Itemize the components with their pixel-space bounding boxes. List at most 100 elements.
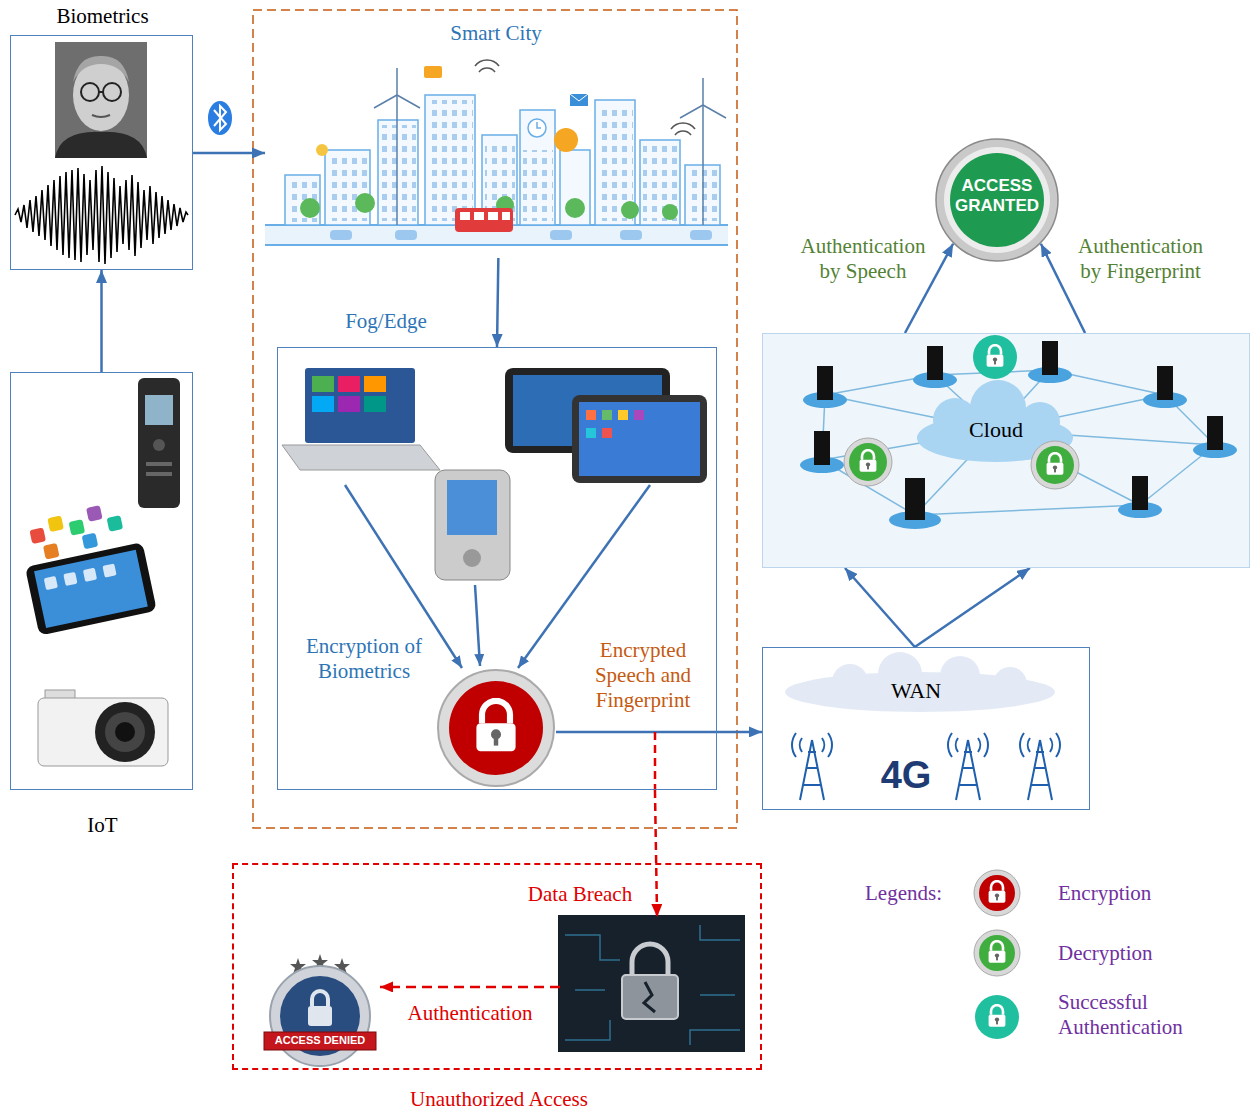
face-photo bbox=[55, 42, 147, 158]
smartphone bbox=[63, 572, 77, 586]
connector-arrow bbox=[915, 568, 1030, 647]
badge-shape bbox=[264, 1032, 376, 1050]
voice-recorder bbox=[146, 472, 172, 476]
city-illustration bbox=[520, 110, 555, 225]
city-illustration bbox=[460, 212, 470, 220]
smartphone bbox=[29, 527, 46, 544]
city-illustration bbox=[620, 230, 642, 240]
smartphone bbox=[25, 542, 157, 635]
badge-shape bbox=[270, 966, 370, 1066]
tablets bbox=[634, 410, 644, 420]
tablets bbox=[505, 368, 707, 483]
breach-leader bbox=[655, 732, 656, 790]
city-illustration bbox=[702, 78, 704, 105]
city-illustration bbox=[428, 100, 473, 221]
node-text: ACCESS DENIED bbox=[264, 1034, 376, 1047]
camera bbox=[115, 722, 135, 742]
city-illustration bbox=[703, 105, 726, 118]
cloud-network bbox=[762, 333, 1250, 568]
decryption-icons bbox=[844, 438, 1079, 489]
edge-label: Authentication by Speech bbox=[798, 234, 928, 284]
pda bbox=[435, 470, 510, 580]
face-photo bbox=[103, 83, 121, 101]
face-photo bbox=[55, 132, 147, 158]
city-illustration bbox=[502, 212, 510, 220]
success-icon bbox=[973, 335, 1017, 379]
legend-icons bbox=[979, 875, 1015, 911]
city-illustration bbox=[265, 22, 728, 258]
unauthorized-region: Unauthorized AccessData BreachACCESS DEN… bbox=[232, 863, 762, 1070]
voice-recorder bbox=[146, 462, 172, 466]
city-illustration bbox=[643, 145, 678, 221]
smartphone bbox=[43, 543, 60, 560]
laptop bbox=[312, 396, 334, 412]
node-text: Encrypted Speech and Fingerprint bbox=[578, 638, 708, 714]
node-text: IoT bbox=[11, 813, 194, 838]
decryption-icons bbox=[1036, 446, 1074, 484]
city-illustration bbox=[570, 94, 588, 106]
bluetooth-icon bbox=[208, 101, 232, 135]
breach-picture bbox=[565, 935, 620, 960]
breach-picture bbox=[644, 982, 655, 1012]
speech-waveform bbox=[15, 166, 188, 264]
city-illustration bbox=[374, 95, 397, 108]
smartphone bbox=[86, 505, 103, 522]
city-illustration bbox=[640, 140, 680, 225]
voice-recorder bbox=[138, 378, 180, 508]
cell-towers bbox=[1028, 740, 1052, 800]
connector-arrow bbox=[655, 790, 657, 917]
city-illustration bbox=[395, 230, 417, 240]
city-illustration bbox=[474, 212, 484, 220]
camera bbox=[105, 712, 145, 752]
city-illustration bbox=[560, 150, 590, 225]
breach-picture bbox=[632, 944, 668, 975]
face-photo bbox=[81, 83, 99, 101]
decryption-icons bbox=[844, 438, 892, 486]
access-denied-badge: ACCESS DENIED bbox=[260, 954, 380, 1074]
tablets bbox=[618, 410, 628, 420]
laptop bbox=[364, 376, 386, 392]
encryption-lock bbox=[449, 681, 543, 775]
smartphone bbox=[16, 498, 157, 635]
laptop bbox=[364, 396, 386, 412]
badge-shape bbox=[308, 1006, 332, 1026]
city-illustration bbox=[671, 123, 695, 129]
node-text: WAN bbox=[866, 678, 966, 704]
node-text: Unauthorized Access bbox=[234, 1087, 764, 1112]
node-text: Fog/Edge bbox=[326, 309, 446, 334]
city-illustration bbox=[479, 68, 495, 72]
data-breach-picture: Data Breach bbox=[560, 917, 747, 1054]
cloud-network bbox=[927, 346, 943, 380]
connector-arrow bbox=[497, 258, 498, 347]
legend-icons bbox=[989, 1005, 1006, 1027]
city-illustration bbox=[265, 244, 728, 246]
city-illustration bbox=[374, 68, 726, 225]
city-illustration bbox=[300, 198, 320, 218]
cloud-network bbox=[905, 478, 925, 520]
pda bbox=[435, 470, 510, 580]
smart-city-region bbox=[253, 10, 737, 828]
device-arrows bbox=[556, 731, 717, 734]
node-text: ACCESS GRANTED bbox=[947, 176, 1047, 215]
legend-text: Decryption bbox=[1058, 941, 1218, 966]
cloud-network bbox=[822, 370, 1215, 515]
city-illustration bbox=[621, 201, 639, 219]
city-illustration bbox=[702, 105, 704, 225]
iot-box: IoT bbox=[10, 372, 193, 790]
cloud-network bbox=[1207, 416, 1223, 450]
city-illustration bbox=[537, 122, 541, 128]
city-illustration bbox=[330, 230, 352, 240]
encryption-lock bbox=[438, 670, 554, 786]
breach-picture bbox=[565, 925, 740, 1045]
tablets bbox=[572, 395, 707, 483]
success-icon bbox=[987, 345, 1004, 367]
face-photo bbox=[99, 91, 103, 93]
city-illustration bbox=[680, 105, 703, 118]
node-text: 4G bbox=[861, 754, 951, 798]
biometrics-box: Biometrics bbox=[10, 35, 193, 270]
node-text: Biometrics bbox=[11, 4, 194, 29]
laptop bbox=[305, 368, 415, 443]
city-illustration bbox=[475, 60, 695, 135]
tablets bbox=[579, 402, 700, 476]
smartphone bbox=[69, 519, 86, 536]
